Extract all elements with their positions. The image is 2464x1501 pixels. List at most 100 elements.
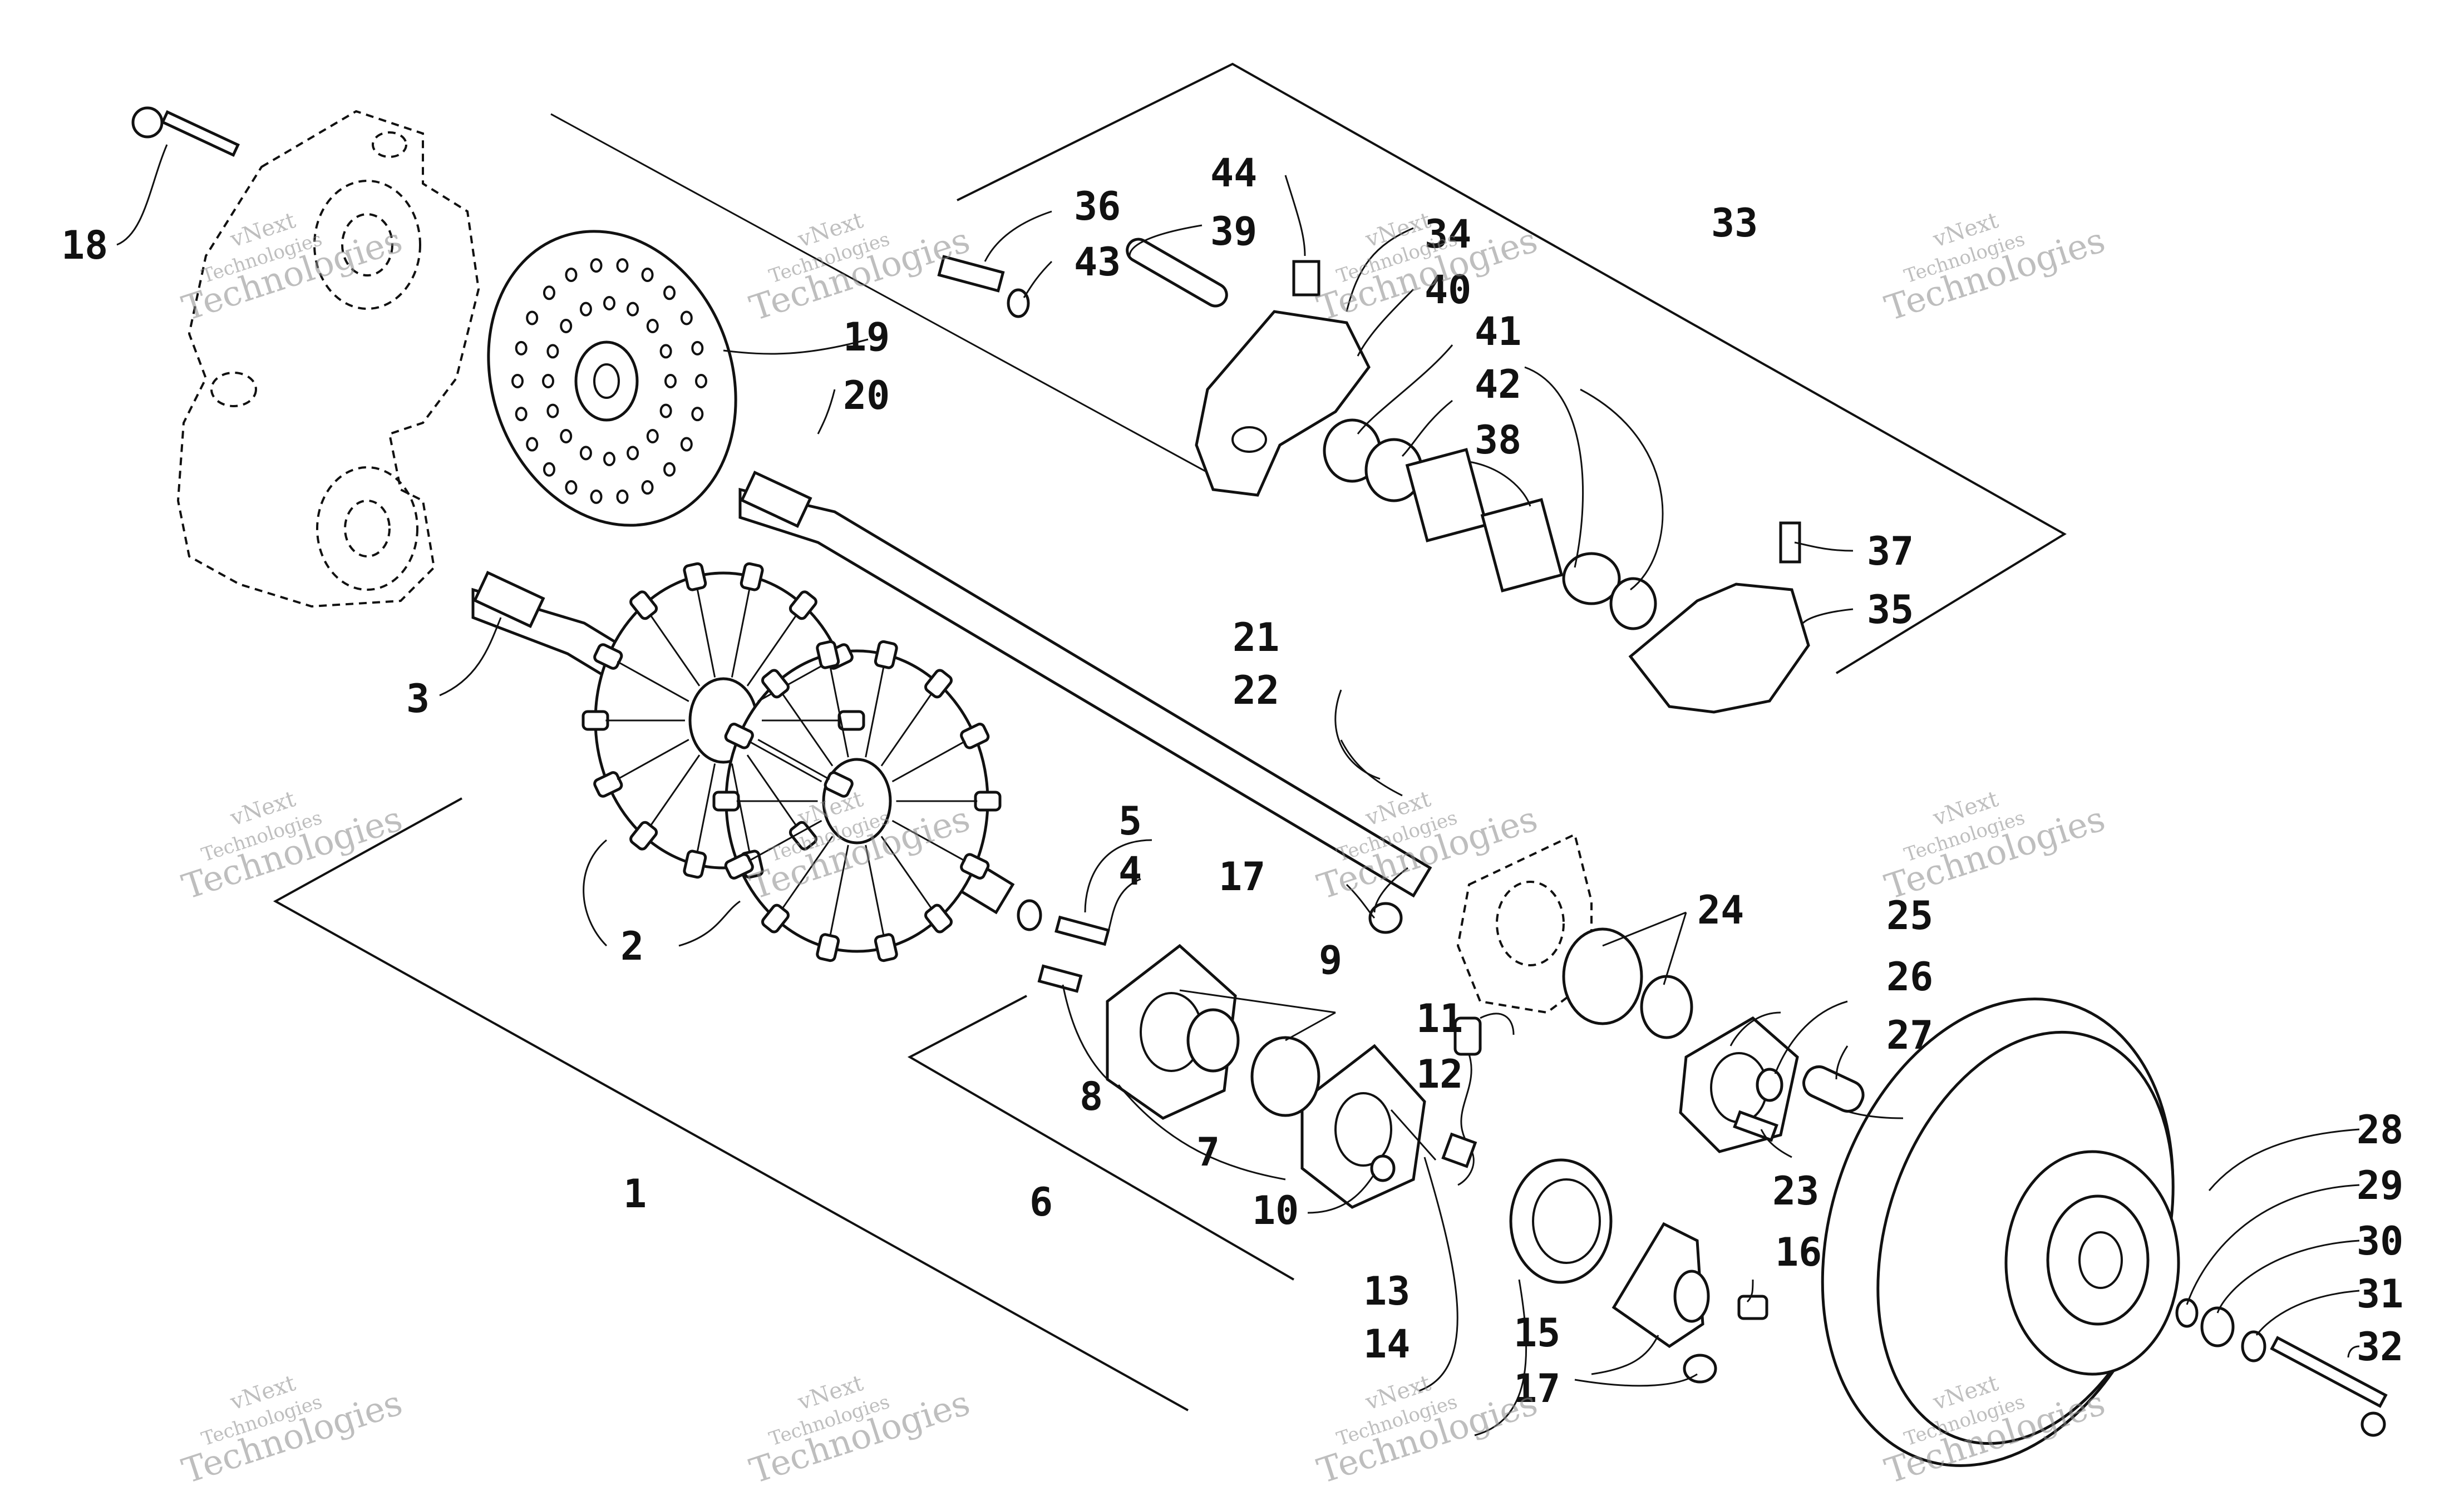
driven-pulley: [1821, 998, 2388, 1467]
sprocket-spoke: [865, 845, 885, 936]
sprocket-spoke: [757, 660, 830, 702]
sprocket-tooth: [816, 640, 840, 669]
callout-7: 7: [1196, 1129, 1220, 1175]
sprocket-spoke: [746, 614, 798, 687]
callout-10: 10: [1252, 1188, 1299, 1233]
callout-22: 22: [1233, 668, 1279, 713]
disc-vent-hole: [616, 258, 629, 273]
disc-vent-hole: [546, 403, 559, 418]
disc-vent-hole: [590, 258, 603, 273]
leader-lines: [116, 144, 2360, 1436]
callout-labels: 1 2 3 4 5 6 7 8 9 10 11 12 13 14 15 16 1…: [61, 150, 2403, 1411]
sprocket-spoke: [731, 763, 751, 853]
callout-3: 3: [406, 676, 430, 722]
disc-vent-hole: [641, 480, 654, 495]
disc-vent-hole: [680, 437, 693, 452]
callout-39: 39: [1210, 209, 1257, 254]
callout-27: 27: [1886, 1013, 1933, 1058]
callout-25: 25: [1886, 893, 1933, 939]
callout-34: 34: [1425, 211, 1471, 257]
disc-vent-hole: [565, 480, 578, 495]
callout-13: 13: [1363, 1268, 1410, 1314]
disc-vent-hole: [627, 302, 639, 317]
disc-vent-hole: [543, 462, 555, 477]
disc-vent-hole: [663, 285, 676, 300]
sprocket-tooth: [740, 562, 764, 591]
sprocket-tooth: [712, 791, 740, 812]
disc-vent-hole: [511, 374, 524, 388]
disc-vent-hole: [579, 302, 592, 317]
disc-vent-hole: [546, 344, 559, 359]
disc-vent-hole: [579, 446, 592, 461]
sprocket-spoke: [757, 739, 830, 781]
sprocket-spoke: [748, 819, 822, 862]
callout-8: 8: [1080, 1074, 1103, 1119]
callout-20: 20: [843, 373, 890, 418]
sprocket-tooth: [816, 933, 840, 962]
sprocket-tooth: [683, 850, 707, 879]
disc-vent-hole: [646, 428, 659, 443]
callout-24: 24: [1697, 887, 1744, 933]
sprocket-spoke: [865, 666, 885, 758]
callout-6: 6: [1029, 1179, 1053, 1225]
sprocket-tooth: [874, 640, 898, 669]
callout-42: 42: [1475, 362, 1521, 407]
sprocket-spoke: [649, 754, 701, 827]
disc-vent-hole: [663, 462, 676, 477]
callout-17a: 17: [1219, 854, 1265, 900]
callout-33: 33: [1711, 200, 1758, 246]
disc-vent-hole: [590, 489, 603, 504]
callout-1: 1: [623, 1171, 647, 1217]
sprocket-spoke: [746, 754, 798, 827]
caliper-parts: [937, 238, 1810, 714]
sprocket-spoke: [829, 845, 849, 936]
sprocket-tooth: [581, 710, 609, 731]
sprocket-spoke: [617, 739, 689, 781]
sprocket-tooth: [974, 791, 1002, 812]
callout-37: 37: [1867, 529, 1914, 574]
callout-11: 11: [1416, 996, 1463, 1041]
callout-9: 9: [1319, 937, 1342, 983]
disc-vent-hole: [680, 310, 693, 325]
disc-vent-hole: [641, 267, 654, 282]
disc-vent-hole: [659, 344, 672, 359]
disc-vent-hole: [515, 340, 528, 356]
callout-43: 43: [1074, 239, 1121, 285]
callout-14: 14: [1363, 1321, 1410, 1367]
callout-17b: 17: [1514, 1366, 1560, 1411]
callout-31: 31: [2357, 1271, 2403, 1317]
callout-4: 4: [1118, 848, 1142, 894]
callout-38: 38: [1475, 417, 1521, 463]
callout-2: 2: [620, 924, 644, 969]
callout-5: 5: [1118, 798, 1142, 844]
sprocket-spoke: [829, 666, 849, 758]
sprocket-spoke: [617, 660, 689, 702]
disc-vent-hole: [526, 310, 539, 325]
disc-vent-hole: [560, 428, 573, 443]
callout-36: 36: [1074, 184, 1121, 229]
callout-15: 15: [1514, 1310, 1560, 1356]
sprocket-spoke: [731, 588, 751, 678]
callout-35: 35: [1867, 587, 1914, 633]
bearing-parts: [1017, 899, 1426, 1209]
sprocket-spoke: [781, 836, 834, 910]
disc-vent-hole: [542, 374, 554, 388]
callout-44: 44: [1210, 150, 1257, 196]
sprocket-spoke: [880, 836, 933, 910]
upper-jackshaft: [738, 470, 1432, 898]
disc-vent-hole: [515, 407, 528, 422]
brake-disc: [487, 230, 737, 527]
disc-vent-hole: [664, 374, 677, 388]
sprocket-spoke: [696, 763, 716, 853]
disc-vent-hole: [560, 319, 573, 334]
sensor-parts: [1390, 1016, 1768, 1384]
